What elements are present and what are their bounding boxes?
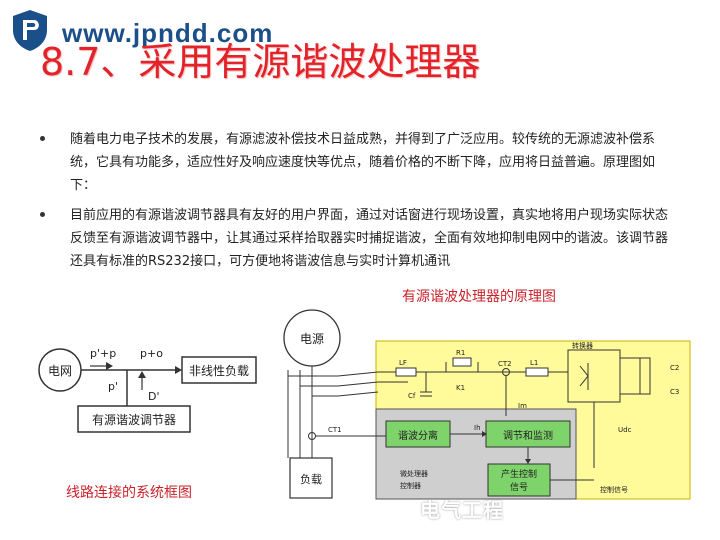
bullet-dot (40, 212, 45, 217)
load-box (289, 457, 333, 499)
nonlinear-load-label: 非线性负载 (189, 364, 249, 378)
svg-text:Im: Im (518, 402, 527, 410)
site-logo-icon (13, 10, 47, 51)
svg-text:转换器: 转换器 (572, 341, 593, 350)
svg-text:谐波分离: 谐波分离 (398, 429, 438, 442)
svg-text:Cf: Cf (408, 392, 416, 400)
harmonic-processor-schematic: 电源 LF R1 K1 CT2 L1 Cf 转换器 C2 C3 Im Ih Ud… (283, 309, 691, 500)
p-in-label: p'+p (90, 347, 116, 360)
bullet-text: 随着电力电子技术的发展，有源滤波补偿技术日益成熟，并得到了广泛应用。较传统的无源… (70, 132, 656, 193)
svg-text:K1: K1 (456, 384, 465, 392)
schematic-caption: 有源谐波处理器的原理图 (402, 289, 556, 305)
block-diagram-caption: 线路连接的系统框图 (66, 485, 192, 501)
system-block-diagram: 电网 非线性负载 p'+p p+o p' D' 有源谐波调节器 (38, 347, 257, 433)
source-label: 电源 (300, 332, 324, 346)
svg-text:LF: LF (399, 359, 407, 367)
svg-text:产生控制: 产生控制 (501, 468, 537, 480)
svg-text:微处理器: 微处理器 (400, 469, 428, 478)
svg-text:CT1: CT1 (328, 426, 342, 434)
svg-text:R1: R1 (456, 349, 465, 357)
svg-text:控制信号: 控制信号 (600, 485, 628, 494)
svg-text:信号: 信号 (510, 481, 528, 493)
bullet-text: 目前应用的有源谐波调节器具有友好的用户界面，通过对话窗进行现场设置，真实地将用户… (70, 208, 669, 269)
svg-text:L1: L1 (530, 359, 538, 367)
regulate-monitor-box (485, 420, 571, 448)
svg-text:CT2: CT2 (498, 360, 512, 368)
converter-box (567, 349, 621, 403)
p-out-label: p+o (140, 347, 163, 360)
page-title: 8.7、采用有源谐波处理器 (40, 40, 481, 84)
regulator-label: 有源谐波调节器 (92, 413, 176, 427)
control-signal-gen-box (487, 463, 551, 497)
site-url: www.jpndd.com (62, 18, 274, 48)
svg-text:C3: C3 (670, 388, 679, 396)
svg-text:负载: 负载 (300, 472, 322, 486)
svg-text:C2: C2 (670, 364, 679, 372)
watermark-text: 电气工程 (420, 498, 504, 522)
svg-text:控制器: 控制器 (400, 481, 421, 490)
bullet-dot (40, 136, 45, 141)
p-prime-label: p' (108, 380, 118, 393)
svg-text:Udc: Udc (618, 426, 632, 434)
d-prime-label: D' (148, 390, 160, 403)
regulator-box (77, 405, 191, 433)
nonlinear-load-box (181, 356, 257, 384)
svg-text:Ih: Ih (474, 424, 481, 432)
grid-label: 电网 (48, 364, 72, 378)
svg-text:调节和监测: 调节和监测 (503, 429, 553, 442)
